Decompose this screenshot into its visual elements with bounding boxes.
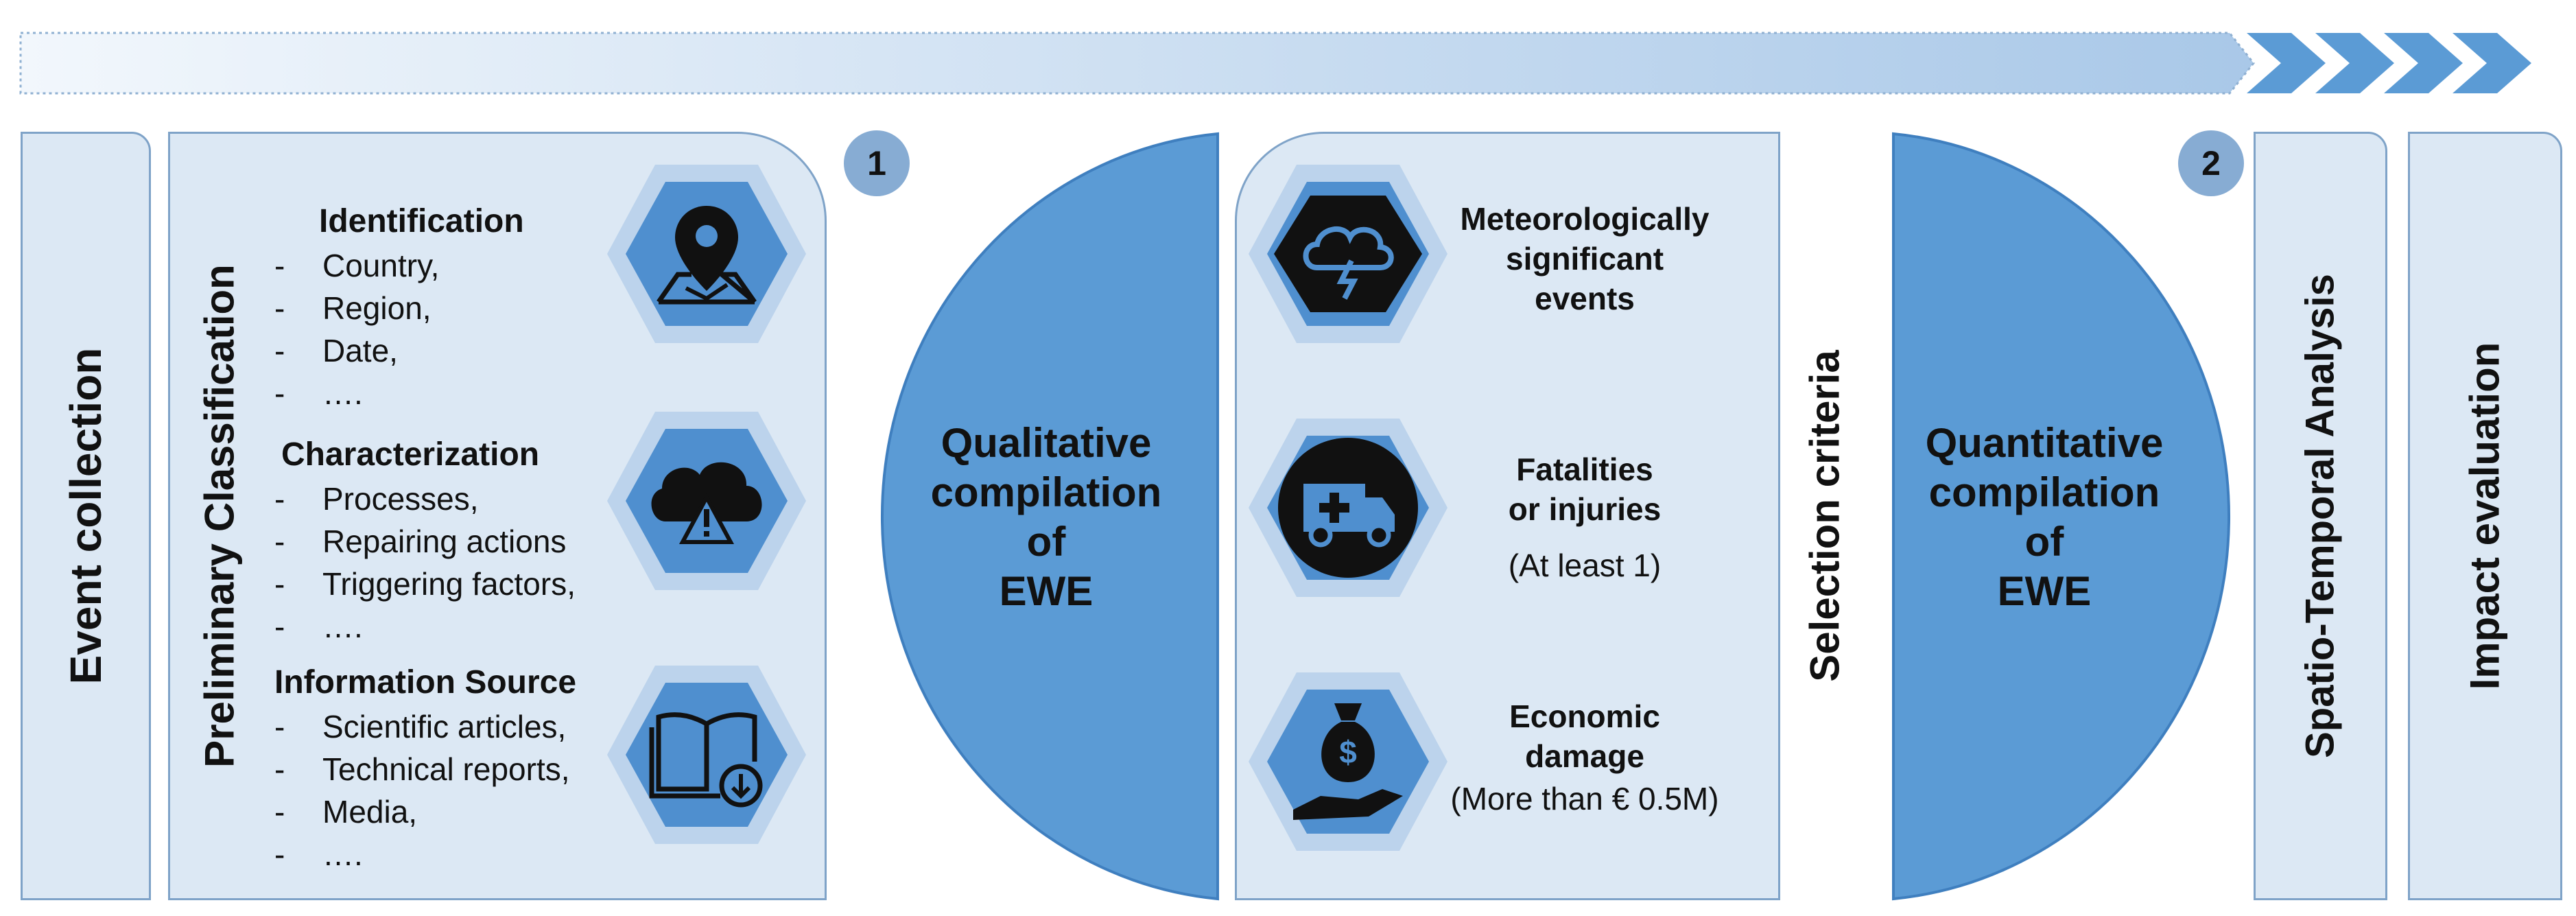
impact-evaluation-panel xyxy=(2408,132,2562,900)
step-badge-1: 1 xyxy=(844,130,910,196)
list-item-label: …. xyxy=(322,836,363,872)
quantitative-half-circle xyxy=(1892,132,2231,901)
list-item: - Region, xyxy=(274,287,524,329)
list-item: - Processes, xyxy=(274,478,576,520)
ambulance-icon xyxy=(1249,419,1447,597)
criterion-line: damage xyxy=(1525,738,1644,774)
event-collection-label: Event collection xyxy=(61,347,110,685)
qualitative-line: of xyxy=(1026,519,1066,565)
identification-heading: Identification xyxy=(319,203,524,239)
list-item: - …. xyxy=(274,833,576,876)
quantitative-line: Quantitative xyxy=(1925,420,2164,466)
qualitative-line: Qualitative xyxy=(941,420,1152,466)
cloud-warning-icon xyxy=(607,412,806,590)
list-item: - Date, xyxy=(274,329,524,372)
bullet-dash: - xyxy=(274,375,285,411)
map-pin-icon xyxy=(607,165,806,343)
characterization-heading: Characterization xyxy=(281,436,540,473)
list-item-label: Processes, xyxy=(322,481,479,517)
svg-text:$: $ xyxy=(1339,734,1357,770)
list-item: - Technical reports, xyxy=(274,748,576,790)
list-item: - …. xyxy=(274,605,576,648)
list-item: - …. xyxy=(274,372,524,414)
criterion-line: Economic xyxy=(1509,698,1660,734)
criterion-line: events xyxy=(1535,281,1635,316)
list-item-label: …. xyxy=(322,375,363,411)
bullet-dash: - xyxy=(274,333,285,368)
spatio-temporal-label: Spatio-Temporal Analysis xyxy=(2297,274,2343,758)
identification-group: Identification - Country, - Region, - Date,… xyxy=(274,199,524,414)
list-item-label: Date, xyxy=(322,333,398,368)
bullet-dash: - xyxy=(274,248,285,283)
quantitative-line: EWE xyxy=(1997,568,2092,614)
information-source-heading: Information Source xyxy=(274,664,577,701)
qualitative-line: EWE xyxy=(999,568,1094,614)
list-item-label: Media, xyxy=(322,794,418,830)
chevron-icons xyxy=(2247,33,2531,93)
criterion-line: Fatalities xyxy=(1516,451,1653,487)
list-item: - Repairing actions xyxy=(274,520,576,563)
process-arrow-band xyxy=(19,32,2531,95)
list-item-label: Technical reports, xyxy=(322,751,570,787)
list-item: - Triggering factors, xyxy=(274,563,576,605)
qualitative-line: compilation xyxy=(930,469,1162,515)
criterion-line: Meteorologically xyxy=(1460,201,1710,237)
preliminary-classification-label: Preliminary Classification xyxy=(196,264,243,768)
quantitative-line: of xyxy=(2024,519,2064,565)
quantitative-line: compilation xyxy=(1928,469,2160,515)
list-item-label: Triggering factors, xyxy=(322,566,576,602)
list-item-label: Country, xyxy=(322,248,440,283)
storm-cloud-icon xyxy=(1249,165,1447,343)
impact-evaluation-label: Impact evaluation xyxy=(2461,342,2508,690)
list-item-label: …. xyxy=(322,609,363,644)
meteorological-criterion: Meteorologically significant events xyxy=(1430,199,1739,318)
spatio-temporal-panel xyxy=(2254,132,2387,900)
criterion-line: significant xyxy=(1505,241,1664,277)
money-bag-hand-icon: $ xyxy=(1249,672,1447,851)
list-item: - Scientific articles, xyxy=(274,705,576,748)
step-badge-2: 2 xyxy=(2178,130,2244,196)
economic-criterion: Economic damage (More than € 0.5M) xyxy=(1434,696,1736,819)
bullet-dash: - xyxy=(274,709,285,744)
bullet-dash: - xyxy=(274,836,285,872)
selection-criteria-label: Selection criteria xyxy=(1801,350,1848,682)
bullet-dash: - xyxy=(274,751,285,787)
bullet-dash: - xyxy=(274,481,285,517)
criterion-note: (More than € 0.5M) xyxy=(1450,781,1719,817)
fatalities-criterion: Fatalities or injuries (At least 1) xyxy=(1447,449,1722,585)
qualitative-half-circle xyxy=(880,132,1219,901)
list-item-label: Scientific articles, xyxy=(322,709,567,744)
quantitative-compilation-text: Quantitative compilation of EWE xyxy=(1907,419,2182,616)
event-collection-panel xyxy=(21,132,151,900)
characterization-group: Characterization - Processes, - Repairing … xyxy=(274,432,576,648)
bullet-dash: - xyxy=(274,290,285,326)
qualitative-compilation-text: Qualitative compilation of EWE xyxy=(916,419,1177,616)
bullet-dash: - xyxy=(274,794,285,830)
list-item-label: Repairing actions xyxy=(322,524,567,559)
list-item: - Country, xyxy=(274,244,524,287)
criterion-line: or injuries xyxy=(1508,491,1662,527)
list-item: - Media, xyxy=(274,790,576,833)
book-download-icon xyxy=(607,666,806,844)
criterion-note: (At least 1) xyxy=(1508,548,1662,583)
information-source-group: Information Source - Scientific articles,… xyxy=(274,660,576,876)
bullet-dash: - xyxy=(274,566,285,602)
bullet-dash: - xyxy=(274,609,285,644)
bullet-dash: - xyxy=(274,524,285,559)
list-item-label: Region, xyxy=(322,290,432,326)
